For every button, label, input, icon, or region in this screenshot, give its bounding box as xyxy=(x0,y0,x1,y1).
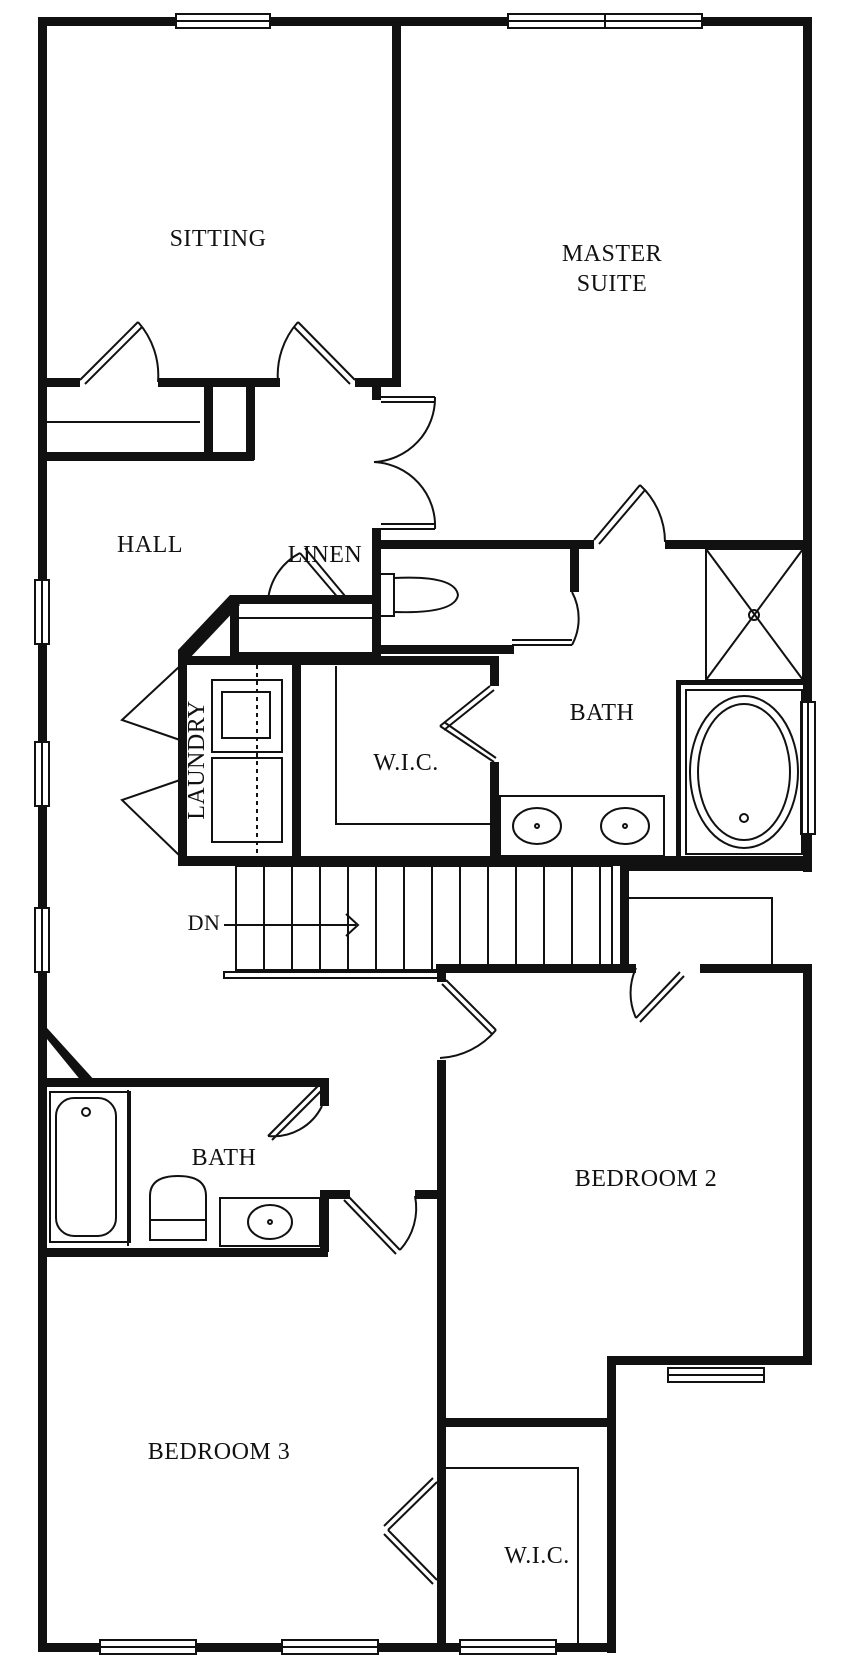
room-label-wic-bedroom-3: W.I.C. xyxy=(504,1543,569,1569)
interior-walls xyxy=(38,17,812,1652)
toilet-icon xyxy=(379,573,460,617)
room-label-master-suite-line2: SUITE xyxy=(577,271,648,297)
room-label-bath-master: BATH xyxy=(570,700,635,726)
bathtub-icon xyxy=(685,689,803,855)
room-label-bath-hall: BATH xyxy=(192,1145,257,1171)
room-label-master-suite-line1: MASTER xyxy=(562,241,662,267)
room-label-wic-master: W.I.C. xyxy=(373,750,438,776)
exterior-walls xyxy=(38,17,812,1653)
staircase-icon xyxy=(223,865,613,979)
sink-icon xyxy=(600,807,650,845)
shower-icon xyxy=(705,548,804,681)
room-label-linen: LINEN xyxy=(288,542,362,568)
sink-icon xyxy=(512,807,562,845)
room-labels: SITTING MASTER SUITE HALL LINEN LAUNDRY … xyxy=(117,226,717,1569)
washer-dryer-icon xyxy=(211,665,283,856)
room-label-bedroom-2: BEDROOM 2 xyxy=(575,1166,718,1192)
bathtub-icon xyxy=(49,1090,131,1246)
room-label-sitting: SITTING xyxy=(170,226,267,252)
down-arrow-icon xyxy=(224,913,360,937)
sink-icon xyxy=(247,1204,293,1240)
room-label-bedroom-3: BEDROOM 3 xyxy=(148,1439,291,1465)
stair-label-dn: DN xyxy=(188,910,221,935)
fixtures xyxy=(47,421,804,1643)
doors xyxy=(79,321,685,1585)
windows xyxy=(34,13,816,1655)
toilet-icon xyxy=(149,1174,207,1241)
room-label-laundry: LAUNDRY xyxy=(184,700,210,820)
room-label-hall: HALL xyxy=(117,532,183,558)
